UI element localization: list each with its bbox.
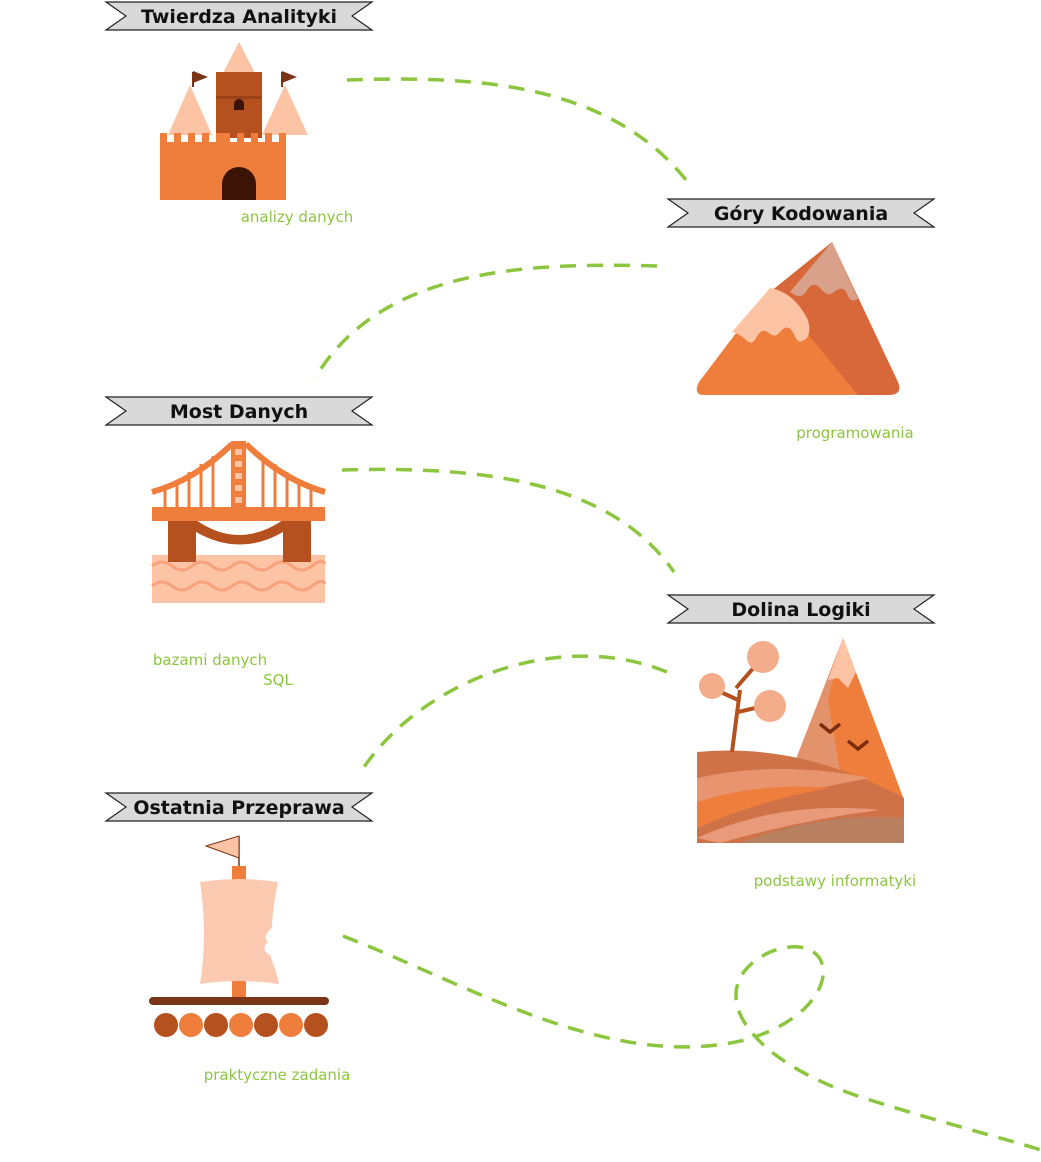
raft-icon	[149, 835, 329, 1037]
station-subtitle: podstawy informatyki	[754, 872, 916, 890]
station-most-danych: Most Danych	[104, 396, 374, 689]
station-title: Dolina Logiki	[731, 599, 870, 621]
station-subtitle: praktyczne zadania	[204, 1066, 351, 1084]
station-subtitle: SQL	[263, 671, 293, 689]
station-ostatnia-przeprawa: Ostatnia Przeprawa praktyczne zadania	[104, 792, 374, 1084]
banner: Dolina Logiki	[666, 594, 936, 624]
banner: Most Danych	[104, 396, 374, 426]
station-title: Ostatnia Przeprawa	[133, 797, 344, 819]
station-title: Góry Kodowania	[714, 203, 888, 225]
station-subtitle: bazami danych	[153, 651, 267, 669]
banner: Ostatnia Przeprawa	[104, 792, 374, 822]
route-path	[313, 77, 1041, 1152]
station-twierdza-analityki: Twierdza Analityki analizy danych	[104, 1, 374, 226]
station-subtitle: programowania	[796, 424, 914, 442]
castle-icon	[160, 42, 308, 200]
banner: Twierdza Analityki	[104, 1, 374, 31]
valley-icon	[697, 638, 904, 843]
banner: Góry Kodowania	[666, 198, 936, 228]
bridge-icon	[151, 441, 327, 603]
station-title: Twierdza Analityki	[141, 6, 337, 28]
station-title: Most Danych	[170, 401, 308, 423]
station-dolina-logiki: Dolina Logiki podstawy informatyki	[666, 594, 936, 890]
station-subtitle: analizy danych	[241, 208, 354, 226]
station-gory-kodowania: Góry Kodowania programowania	[666, 198, 936, 442]
mountain-icon	[696, 242, 900, 395]
